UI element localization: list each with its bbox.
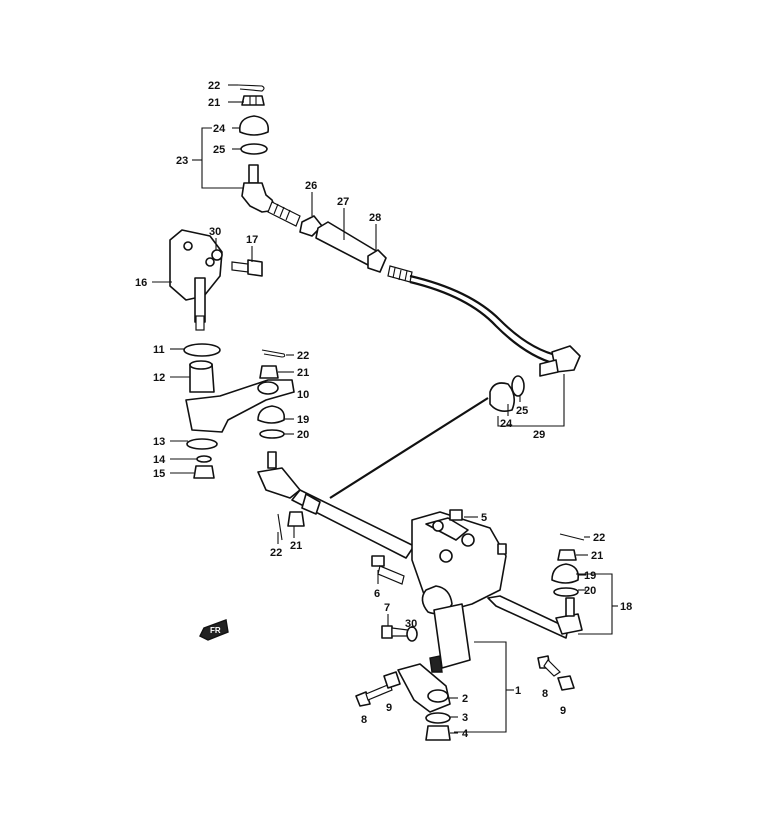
callout-25-top: 25 — [213, 144, 225, 156]
callout-19-right: 19 — [584, 570, 596, 582]
callout-8-left: 8 — [361, 714, 367, 726]
callout-labels: 22 21 24 25 23 26 27 28 30 17 16 11 12 1… — [135, 80, 632, 740]
drag-link-rod — [329, 397, 489, 499]
callout-30-upper: 30 — [209, 226, 221, 238]
dust-boot-19-left — [257, 405, 286, 424]
castle-nut-mid — [259, 365, 279, 379]
front-arrow-icon: FR — [199, 619, 229, 641]
callout-20-right: 20 — [584, 585, 596, 597]
leader-lines — [152, 84, 618, 734]
cotter-pin-top — [237, 84, 265, 92]
callout-17: 17 — [246, 234, 258, 246]
callout-12: 12 — [153, 372, 165, 384]
callout-24-right: 24 — [500, 418, 513, 430]
tie-rod-right-18 — [487, 595, 583, 639]
callout-18: 18 — [620, 601, 632, 613]
callout-1: 1 — [515, 685, 521, 697]
callout-2: 2 — [462, 693, 468, 705]
callout-5: 5 — [481, 512, 487, 524]
callout-22-right: 22 — [593, 532, 605, 544]
callout-19-left: 19 — [297, 414, 309, 426]
callout-11: 11 — [153, 344, 165, 356]
washer-30-upper — [211, 249, 223, 261]
tie-rod-end-29 — [539, 345, 581, 377]
castle-nut-right — [557, 549, 577, 561]
bolt-8-right — [537, 655, 561, 677]
cotter-pin-right — [559, 533, 585, 541]
nut-4 — [425, 725, 451, 741]
center-link — [257, 451, 415, 559]
front-label: FR — [210, 626, 221, 635]
callout-13: 13 — [153, 436, 165, 448]
clip-ring-20-left — [259, 429, 285, 439]
cotter-pin-mid — [261, 349, 286, 358]
callout-26: 26 — [305, 180, 317, 192]
idler-arm-assembly — [169, 229, 415, 559]
clip-ring-right — [511, 375, 525, 397]
callout-27: 27 — [337, 196, 349, 208]
callout-28: 28 — [369, 212, 381, 224]
callout-7: 7 — [384, 602, 390, 614]
callout-22-mid: 22 — [297, 350, 309, 362]
callout-4: 4 — [462, 728, 469, 740]
callout-15: 15 — [153, 468, 165, 480]
callout-24-top: 24 — [213, 123, 226, 135]
dust-boot-top — [238, 115, 270, 136]
nut-15 — [193, 465, 215, 479]
callout-9-right: 9 — [560, 705, 566, 717]
idler-bracket — [169, 229, 223, 301]
dust-boot-right — [489, 382, 516, 412]
callout-20-left: 20 — [297, 429, 309, 441]
washer-14 — [196, 455, 212, 463]
castle-nut-low — [287, 511, 305, 527]
callout-8-right: 8 — [542, 688, 548, 700]
callout-30-lower: 30 — [405, 618, 417, 630]
bolt-5 — [449, 509, 463, 521]
bolt-6 — [371, 555, 405, 585]
tie-rod-29 — [409, 274, 561, 358]
callout-21-mid: 21 — [297, 367, 309, 379]
washer-3 — [425, 712, 451, 724]
callout-10: 10 — [297, 389, 309, 401]
callout-29: 29 — [533, 429, 545, 441]
clip-ring-top — [240, 143, 268, 155]
bolt-8-left — [355, 683, 393, 707]
callout-21-right: 21 — [591, 550, 603, 562]
callout-21-top: 21 — [208, 97, 220, 109]
tie-rod-end-upper — [241, 164, 301, 227]
bolt-17 — [231, 259, 263, 277]
dust-boot-19-right — [551, 563, 580, 584]
bolt-7 — [381, 625, 409, 639]
callout-3: 3 — [462, 712, 468, 724]
nut-9-left — [383, 671, 401, 689]
callout-6: 6 — [374, 588, 380, 600]
washer-13 — [186, 438, 218, 450]
washer-11 — [183, 343, 221, 357]
callout-22-top: 22 — [208, 80, 220, 92]
callout-25-right: 25 — [516, 405, 528, 417]
cotter-pin-low — [277, 513, 283, 541]
nut-9-right — [557, 675, 575, 691]
callout-9-left: 9 — [386, 702, 392, 714]
steering-gearbox — [355, 509, 585, 741]
callout-22-low: 22 — [270, 547, 282, 559]
upper-tie-rod-assembly — [237, 84, 581, 499]
clip-ring-20-right — [553, 587, 579, 597]
callout-16: 16 — [135, 277, 147, 289]
lock-nut-28 — [367, 249, 387, 273]
callout-14: 14 — [153, 454, 166, 466]
castle-nut-top — [241, 95, 265, 106]
callout-21-low: 21 — [290, 540, 302, 552]
callout-23: 23 — [176, 155, 188, 167]
